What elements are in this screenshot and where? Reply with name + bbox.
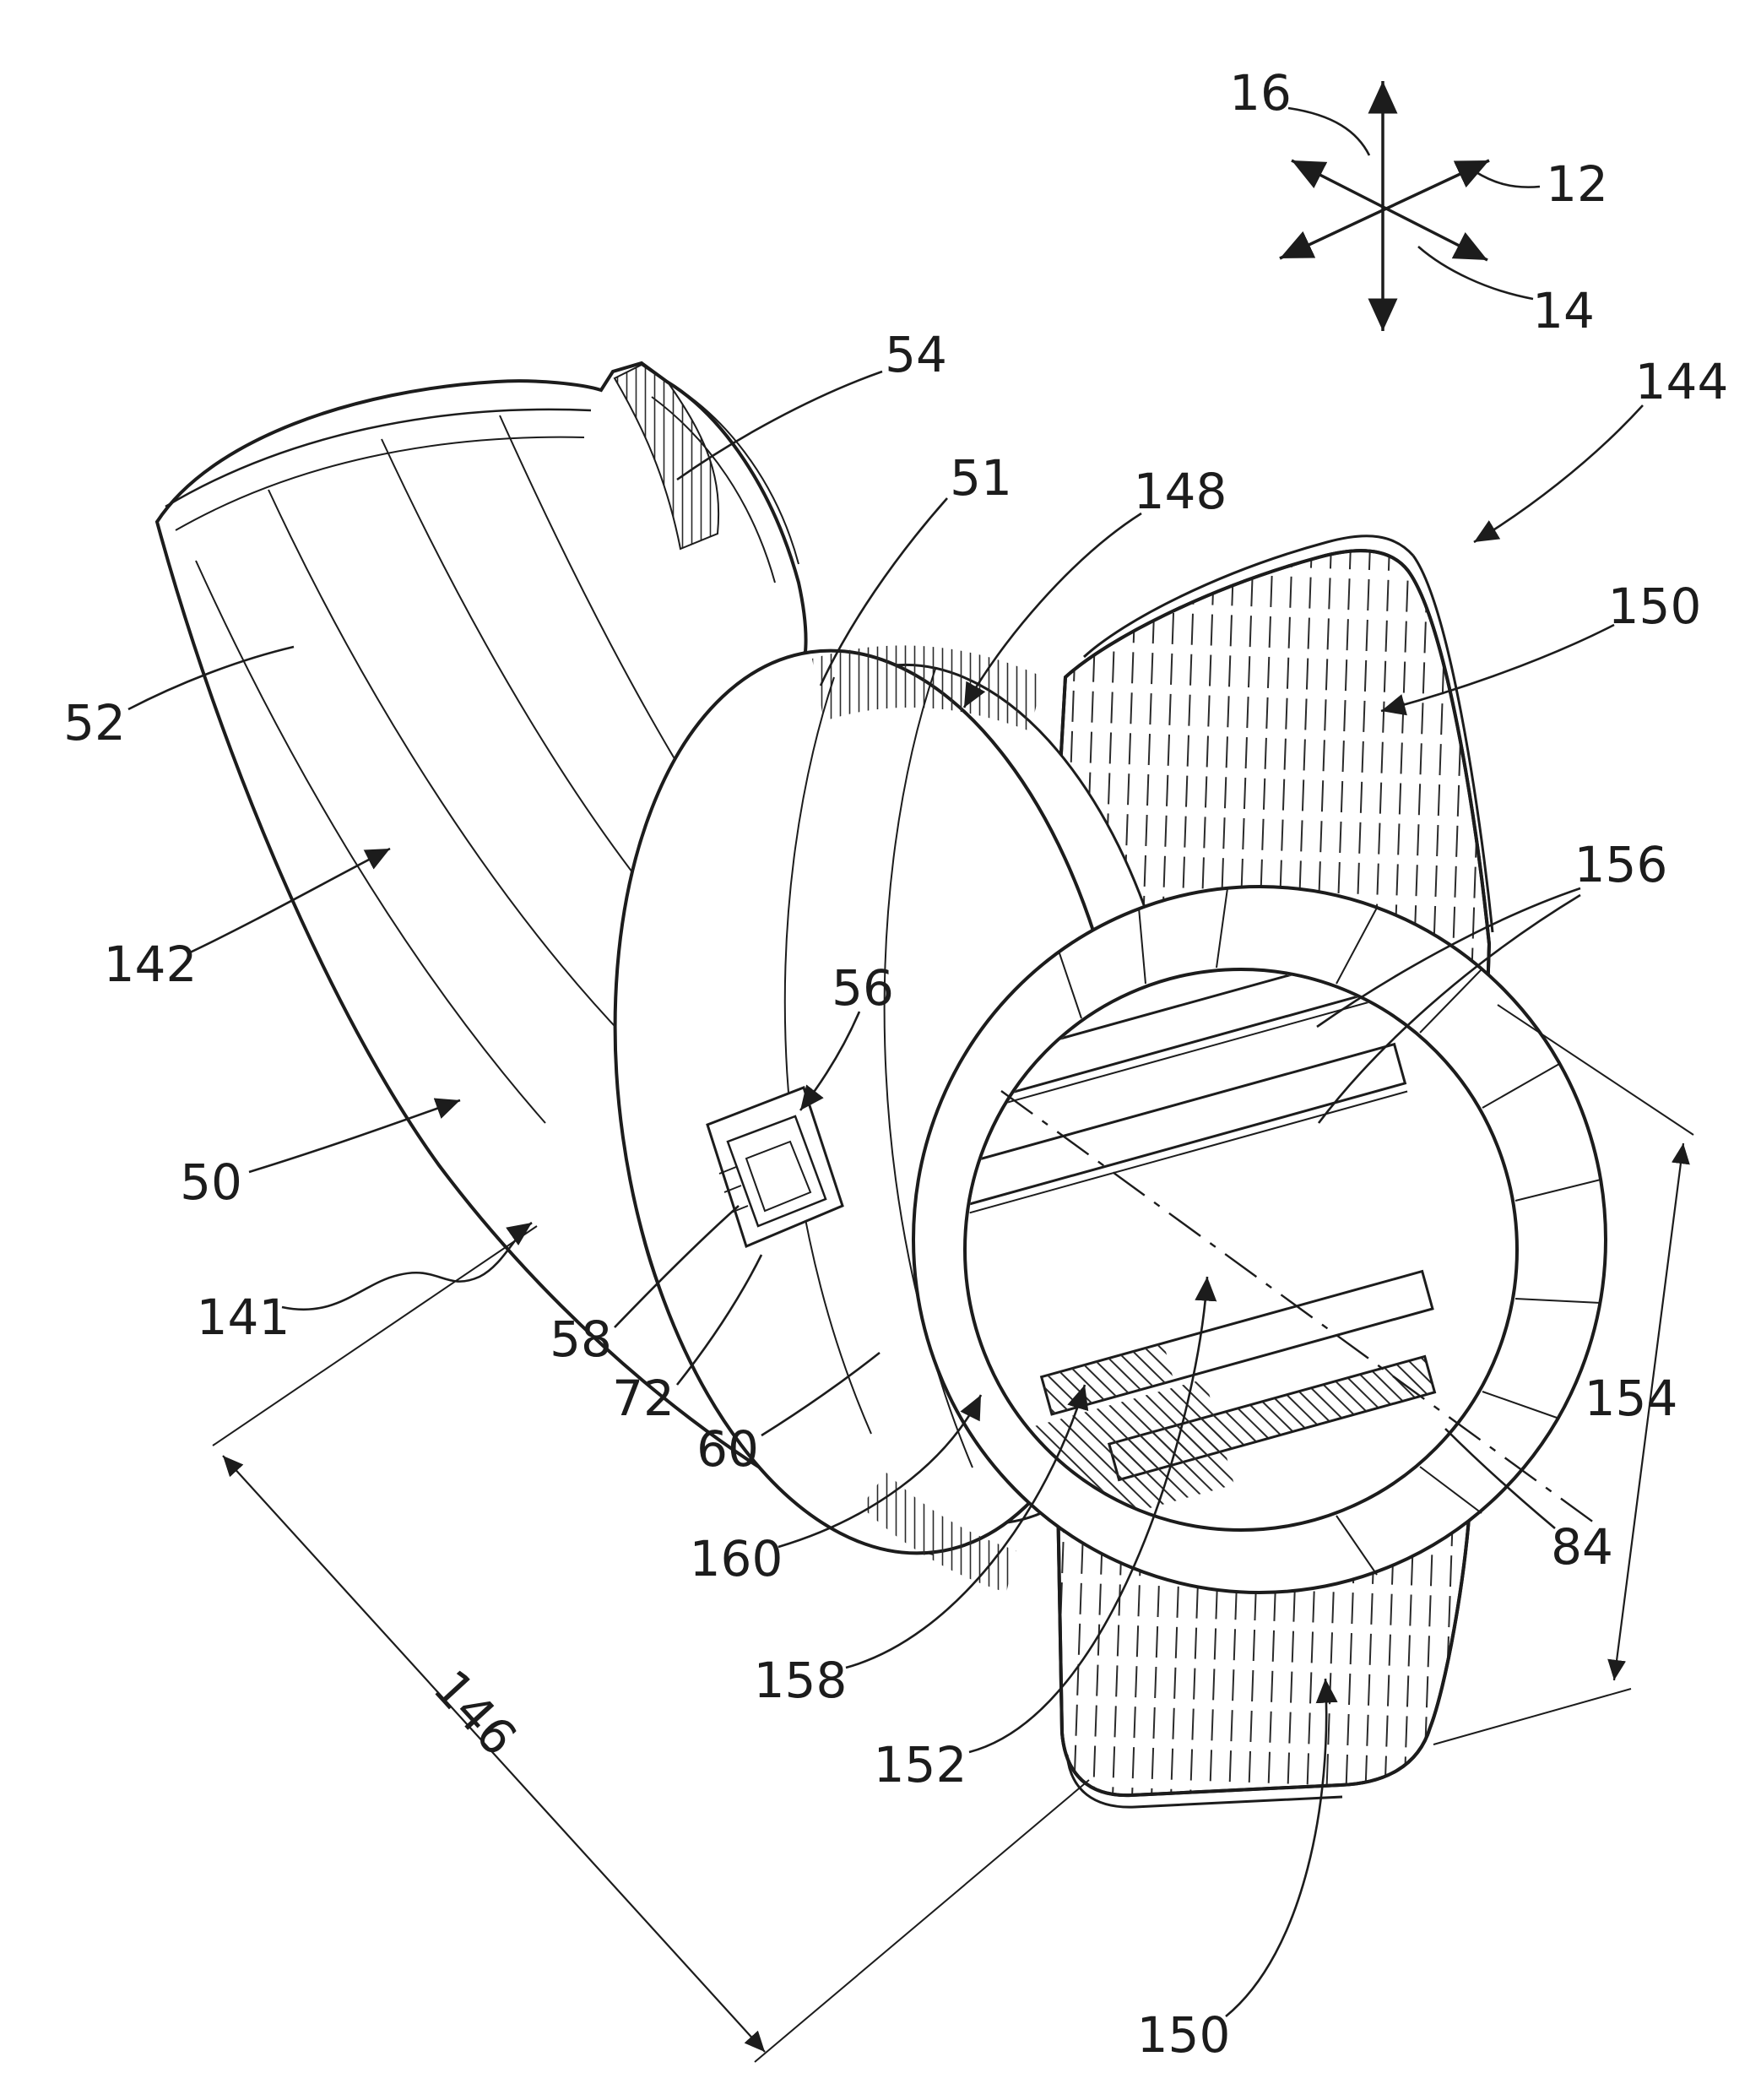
label-72: 72 xyxy=(612,1370,675,1427)
dim-154-line xyxy=(1607,1142,1690,1681)
leader-156-a xyxy=(1316,887,1581,1028)
plate-depth-right-edge xyxy=(1412,555,1494,933)
label-154: 154 xyxy=(1585,1370,1678,1427)
boss xyxy=(912,885,1607,1594)
barrel-window xyxy=(706,1086,844,1249)
leader-152 xyxy=(968,1276,1217,1754)
tube-rim-arc-2 xyxy=(175,436,585,531)
tube-contour-2 xyxy=(268,489,627,1039)
leader-52 xyxy=(127,645,295,711)
label-158: 158 xyxy=(754,1652,848,1709)
label-12: 12 xyxy=(1546,155,1608,213)
leader-142 xyxy=(189,847,391,954)
leader-144 xyxy=(1473,404,1644,544)
collar-hatch-top xyxy=(812,645,1043,731)
leader-148 xyxy=(962,512,1142,708)
axis-indicator xyxy=(1279,81,1490,331)
window-mid xyxy=(726,1115,827,1228)
label-148: 148 xyxy=(1134,463,1227,520)
tube-end-striation-wedge xyxy=(613,363,720,551)
leader-60 xyxy=(761,1351,880,1437)
label-142: 142 xyxy=(104,936,198,993)
label-51: 51 xyxy=(950,449,1012,507)
axis-arrow-diagonal-2 xyxy=(1291,159,1488,262)
window-inner xyxy=(745,1140,812,1213)
label-56: 56 xyxy=(832,959,894,1017)
label-52: 52 xyxy=(63,694,126,752)
dim-146-line xyxy=(222,1455,766,2053)
label-160: 160 xyxy=(690,1530,783,1587)
leader-12 xyxy=(1474,170,1541,188)
dim-146-ext-1 xyxy=(212,1225,538,1446)
leader-58 xyxy=(614,1205,740,1328)
leader-lines xyxy=(127,106,1644,2018)
plate-depth-top-edge xyxy=(1082,534,1415,659)
collar-hatch-bottom xyxy=(861,1473,1016,1593)
tube-rim-right-1 xyxy=(675,386,799,565)
center-axis-line xyxy=(1000,1090,1598,1526)
dim-154-ext-2 xyxy=(1433,1688,1632,1745)
leader-158 xyxy=(845,1384,1089,1669)
tube-contour-1 xyxy=(195,560,546,1124)
label-58: 58 xyxy=(550,1310,612,1368)
leader-51 xyxy=(819,497,948,686)
leader-16 xyxy=(1287,106,1371,156)
tube-rim-arc-1 xyxy=(165,408,592,508)
dim-146-ext-2 xyxy=(754,1779,1090,2063)
label-146: 146 xyxy=(422,1659,528,1767)
label-60: 60 xyxy=(696,1420,759,1478)
leader-50 xyxy=(248,1098,461,1174)
slot-2-depth xyxy=(969,1090,1408,1214)
label-144: 144 xyxy=(1635,353,1729,410)
drawing-root xyxy=(127,81,1694,2063)
label-152: 152 xyxy=(874,1736,967,1793)
leader-150-top xyxy=(1380,623,1615,716)
boss-face-hatch xyxy=(1058,887,1601,1576)
reference-labels: 16 12 14 54 51 148 144 150 52 142 156 56… xyxy=(63,64,1728,2064)
leader-150-bottom xyxy=(1225,1678,1338,2018)
barrel-line-1 xyxy=(783,676,872,1435)
dimension-146 xyxy=(212,1225,1090,2063)
label-16: 16 xyxy=(1229,64,1292,122)
leader-72 xyxy=(675,1254,763,1386)
label-141: 141 xyxy=(197,1289,290,1346)
leader-84 xyxy=(1444,1428,1556,1529)
leader-156-b xyxy=(1317,893,1581,1124)
label-84: 84 xyxy=(1551,1518,1613,1576)
leader-141 xyxy=(281,1221,533,1311)
bore-slots xyxy=(967,971,1437,1528)
label-156: 156 xyxy=(1574,836,1668,893)
leader-56 xyxy=(799,1011,861,1111)
label-150-bottom: 150 xyxy=(1137,2006,1231,2064)
label-54: 54 xyxy=(885,326,947,383)
plate-depth-bottom-edge xyxy=(1065,1754,1343,1809)
slot-1-depth xyxy=(997,999,1378,1106)
leader-14 xyxy=(1417,246,1534,301)
leader-160 xyxy=(778,1394,983,1549)
label-150-top: 150 xyxy=(1608,578,1702,635)
slot-2 xyxy=(967,1042,1407,1207)
dim-154-ext-1 xyxy=(1497,1004,1694,1136)
label-14: 14 xyxy=(1532,282,1595,339)
dimension-154 xyxy=(1433,1004,1694,1745)
label-50: 50 xyxy=(180,1153,242,1211)
leader-54 xyxy=(676,370,883,481)
